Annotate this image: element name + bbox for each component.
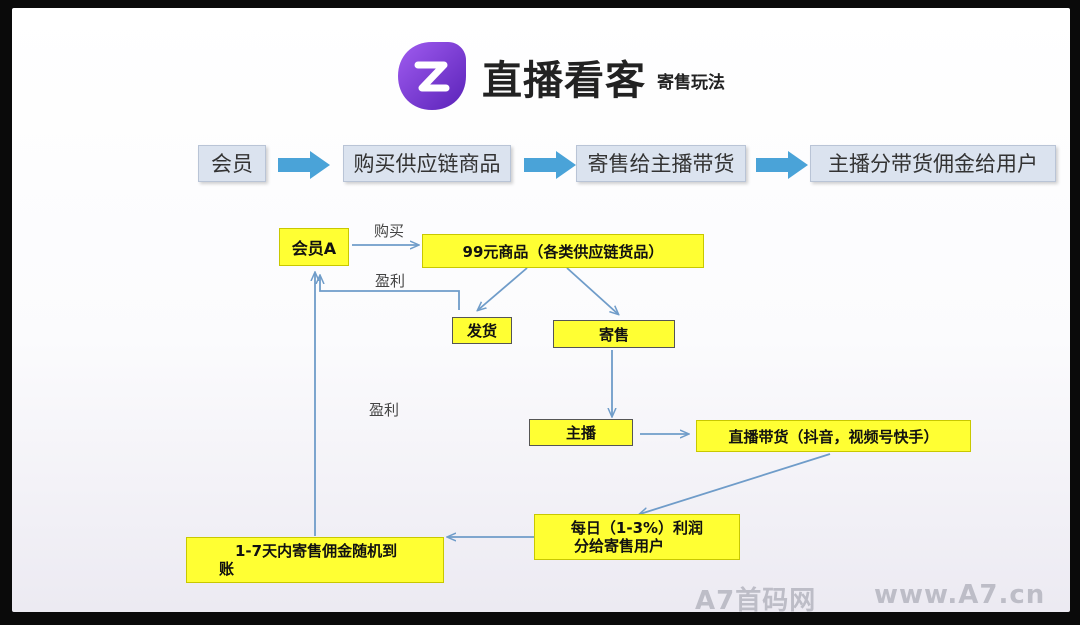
daily-profit-box: 每日（1-3%）利润 分给寄售用户 [534, 514, 740, 560]
logo-icon [398, 42, 466, 110]
anchor-box: 主播 [529, 419, 633, 446]
profit-label-top: 盈利 [375, 272, 406, 290]
payout-box: 1-7天内寄售佣金随机到 账 [186, 537, 444, 583]
daily-line-2: 分给寄售用户 [573, 537, 664, 555]
arrow-daily [640, 453, 831, 514]
process-step-member: 会员 [198, 145, 266, 182]
slide: 直播看客 寄售玩法 会员 购买供应链商品 寄售给主播带货 主播分带货佣金给用户 [12, 8, 1070, 612]
watermark-right: www.A7.cn [874, 580, 1046, 610]
arrow-ship [478, 267, 528, 310]
arrow-right-icon [756, 151, 808, 179]
process-step-commission: 主播分带货佣金给用户 [810, 145, 1056, 182]
process-step-buy: 购买供应链商品 [343, 145, 511, 182]
app-title: 直播看客 [482, 58, 646, 104]
buy-label: 购买 [374, 222, 405, 240]
watermark-left: A7首码网 [695, 586, 817, 612]
ship-box: 发货 [452, 317, 512, 344]
arrow-right-icon [524, 151, 576, 179]
member-a-box: 会员A [279, 228, 349, 266]
profit-label-left: 盈利 [369, 401, 400, 419]
product-box: 99元商品（各类供应链货品） [422, 234, 704, 268]
payout-line-1: 1-7天内寄售佣金随机到 [235, 542, 398, 560]
live-box: 直播带货（抖音，视频号快手） [696, 420, 971, 452]
flow-connectors [12, 8, 831, 612]
app-subtitle: 寄售玩法 [657, 73, 725, 93]
consign-box: 寄售 [553, 320, 675, 348]
arrow-right-icon [278, 151, 330, 179]
daily-line-1: 每日（1-3%）利润 [570, 519, 704, 537]
payout-line-2: 账 [219, 560, 235, 578]
process-step-consign: 寄售给主播带货 [576, 145, 746, 182]
arrow-consign [566, 267, 618, 314]
arrow-profit-top [320, 276, 460, 310]
